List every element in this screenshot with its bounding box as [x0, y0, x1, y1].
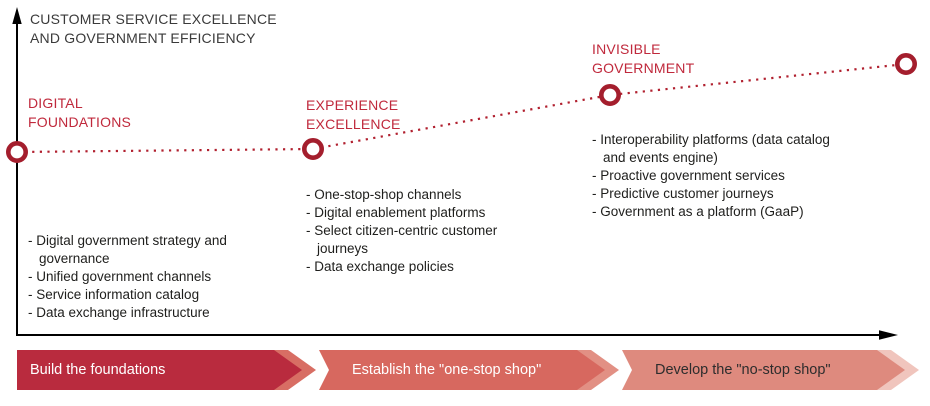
stage-heading-line: EXPERIENCE — [306, 97, 399, 113]
stage-item-list-experience-excellence: - One-stop-shop channels - Digital enable… — [306, 186, 544, 276]
milestone-marker-1 — [6, 141, 28, 164]
list-item: - Service information catalog — [28, 287, 200, 302]
y-axis-title-line2: AND GOVERNMENT EFFICIENCY — [30, 30, 256, 46]
stage-heading-line: GOVERNMENT — [592, 60, 695, 76]
list-item: - Digital enablement platforms — [306, 205, 486, 220]
stage-heading-line: DIGITAL — [28, 95, 83, 111]
list-item: - One-stop-shop channels — [306, 187, 462, 202]
x-axis-arrowhead-icon — [879, 330, 898, 340]
list-item: - Interoperability platforms (data catal… — [592, 132, 830, 165]
list-item: - Proactive government services — [592, 168, 785, 183]
phase-arrow-2 — [319, 350, 605, 390]
stage-heading-line: EXCELLENCE — [306, 116, 401, 132]
list-item: - Government as a platform (GaaP) — [592, 204, 804, 219]
milestone-marker-2 — [301, 138, 324, 161]
stage-heading-invisible-government: INVISIBLE GOVERNMENT — [592, 40, 694, 78]
list-item: - Predictive customer journeys — [592, 186, 774, 201]
phase-arrow-3 — [622, 350, 905, 390]
stage-item-list-digital-foundations: - Digital government strategy and govern… — [28, 232, 273, 322]
list-item: - Data exchange infrastructure — [28, 305, 210, 320]
list-item: - Digital government strategy and govern… — [28, 233, 227, 266]
milestone-marker-4 — [894, 52, 917, 75]
y-axis-title: CUSTOMER SERVICE EXCELLENCE AND GOVERNME… — [30, 10, 277, 48]
stage-heading-line: FOUNDATIONS — [28, 114, 132, 130]
phase-arrow-1 — [17, 350, 302, 390]
milestone-marker-3 — [598, 84, 621, 107]
y-axis-arrowhead-icon — [12, 7, 22, 24]
stage-heading-digital-foundations: DIGITAL FOUNDATIONS — [28, 94, 131, 132]
maturity-curve-dotted-line — [16, 62, 907, 154]
stage-heading-experience-excellence: EXPERIENCE EXCELLENCE — [306, 96, 401, 134]
phase-label-one-stop-shop: Establish the "one-stop shop" — [352, 362, 542, 378]
y-axis-title-line1: CUSTOMER SERVICE EXCELLENCE — [30, 11, 277, 27]
stage-item-list-invisible-government: - Interoperability platforms (data catal… — [592, 131, 844, 221]
list-item: - Select citizen-centric customer journe… — [306, 223, 498, 256]
phase-label-build-foundations: Build the foundations — [30, 362, 166, 378]
phase-label-no-stop-shop: Develop the "no-stop shop" — [655, 362, 831, 378]
list-item: - Data exchange policies — [306, 259, 454, 274]
list-item: - Unified government channels — [28, 269, 212, 284]
stage-heading-line: INVISIBLE — [592, 41, 661, 57]
